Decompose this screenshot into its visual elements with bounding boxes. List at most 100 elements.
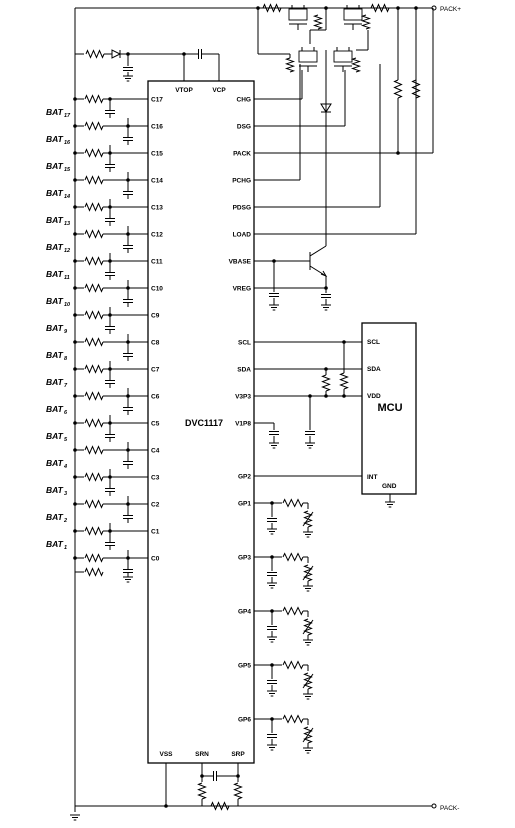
pin-c3: C3 — [151, 475, 160, 482]
thermistor-icon — [302, 511, 314, 527]
junction-dot — [342, 394, 346, 398]
resistor — [282, 660, 304, 670]
mosfet-icon — [343, 8, 363, 21]
resistor — [84, 418, 104, 428]
pin-c5: C5 — [151, 421, 160, 428]
resistor — [84, 337, 104, 347]
resistor — [84, 229, 104, 239]
junction-dot — [256, 6, 260, 10]
pin-srn: SRN — [195, 751, 209, 758]
battery-label: BAT — [46, 512, 64, 522]
battery-subscript: 1 — [64, 545, 67, 551]
pin-gp2: GP2 — [238, 474, 251, 481]
pin-pdsg: PDSG — [233, 205, 251, 212]
pin-scl: SCL — [238, 340, 251, 347]
junction-dot — [396, 6, 400, 10]
pin-c12: C12 — [151, 232, 163, 239]
thermistor-icon — [302, 727, 314, 743]
junction-dot — [73, 367, 77, 371]
pin-gp1: GP1 — [238, 501, 251, 508]
pack-minus-label: PACK- — [440, 805, 459, 812]
battery-label: BAT — [46, 377, 64, 387]
mosfet-icon — [298, 50, 318, 63]
pin-vtop: VTOP — [175, 87, 193, 94]
battery-subscript: 3 — [64, 491, 67, 497]
pin-c2: C2 — [151, 502, 160, 509]
junction-dot — [342, 340, 346, 344]
pin-c13: C13 — [151, 205, 163, 212]
pin-c10: C10 — [151, 286, 163, 293]
resistor — [210, 801, 230, 811]
resistor — [84, 202, 104, 212]
battery-label: BAT — [46, 161, 64, 171]
junction-dot — [73, 475, 77, 479]
junction-dot — [73, 394, 77, 398]
resistor — [84, 121, 104, 131]
resistor — [84, 472, 104, 482]
junction-dot — [324, 6, 328, 10]
pin-gp5: GP5 — [238, 663, 251, 670]
resistor — [321, 374, 331, 392]
thermistor-icon — [302, 565, 314, 581]
pin-c1: C1 — [151, 529, 160, 536]
resistor — [411, 79, 421, 99]
resistor — [282, 714, 304, 724]
generated-elements: C17C16C15C14C13C12C11C10C9C8C7C6C5C4C3C2… — [46, 3, 434, 811]
pin-chg: CHG — [237, 97, 251, 104]
static-wiring — [70, 5, 437, 821]
pack-minus-terminal — [431, 803, 437, 809]
pin-c4: C4 — [151, 448, 160, 455]
pack-plus-label: PACK+ — [440, 6, 461, 13]
junction-dot — [73, 421, 77, 425]
resistor — [84, 364, 104, 374]
junction-dot — [324, 394, 328, 398]
pin-c16: C16 — [151, 124, 163, 131]
pin-v1p8: V1P8 — [235, 421, 251, 428]
mcu-pin-sda: SDA — [367, 366, 381, 373]
pin-c11: C11 — [151, 259, 163, 266]
junction-dot — [73, 124, 77, 128]
junction-dot — [73, 286, 77, 290]
battery-label: BAT — [46, 188, 64, 198]
junction-dot — [73, 97, 77, 101]
battery-subscript: 11 — [64, 275, 70, 281]
resistor — [393, 79, 403, 99]
pin-gp4: GP4 — [238, 609, 251, 616]
junction-dot — [73, 151, 77, 155]
pin-sda: SDA — [237, 367, 251, 374]
mosfet-icon — [333, 50, 353, 63]
battery-subscript: 8 — [64, 356, 68, 362]
battery-subscript: 10 — [64, 302, 70, 308]
resistor — [84, 175, 104, 185]
battery-subscript: 4 — [63, 464, 67, 470]
junction-dot — [73, 556, 77, 560]
wire — [309, 245, 327, 257]
junction-dot — [73, 448, 77, 452]
resistor — [262, 3, 282, 13]
battery-label: BAT — [46, 269, 64, 279]
resistor — [284, 57, 296, 73]
junction-dot — [324, 367, 328, 371]
resistor — [370, 3, 390, 13]
resistor — [85, 49, 105, 59]
thermistor-icon — [302, 673, 314, 689]
battery-subscript: 5 — [64, 437, 68, 443]
pin-c14: C14 — [151, 178, 163, 185]
junction-dot — [73, 529, 77, 533]
mcu-pin-scl: SCL — [367, 339, 380, 346]
junction-dot — [73, 232, 77, 236]
pin-c9: C9 — [151, 313, 160, 320]
thermistor-icon — [302, 619, 314, 635]
resistor — [282, 498, 304, 508]
resistor — [84, 567, 104, 577]
pin-vbase: VBASE — [229, 259, 252, 266]
junction-dot — [164, 804, 168, 808]
